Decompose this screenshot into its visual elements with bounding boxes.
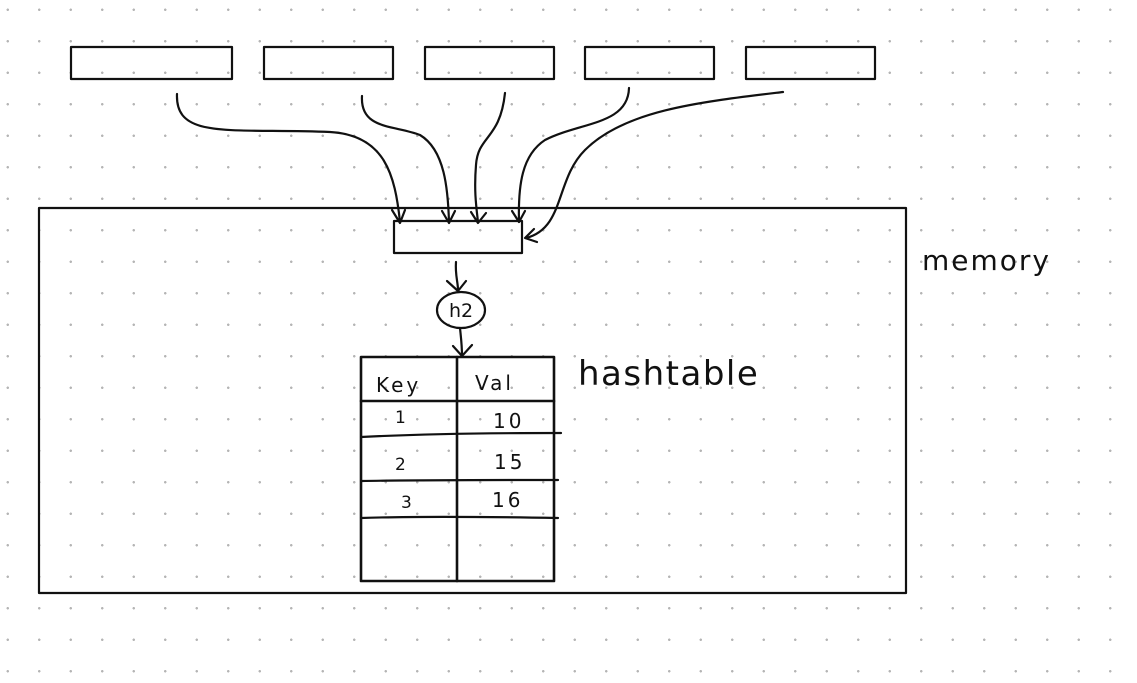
arrow-from-box-1 <box>175 92 402 224</box>
arrow-hash-to-table <box>458 326 464 358</box>
hashtable-cell-key: 3 <box>401 493 412 513</box>
input-box-1 <box>69 45 234 81</box>
buffer-box <box>392 219 524 255</box>
hashtable-cell-key: 2 <box>395 455 406 475</box>
hashtable-cell-val: 10 <box>493 409 524 433</box>
input-arrows <box>175 86 785 244</box>
arrowhead-buffer-to-hash <box>445 279 468 293</box>
arrow-buffer-to-hash <box>454 260 460 292</box>
arrow-from-box-4 <box>517 86 631 224</box>
arrowhead-2 <box>440 209 457 225</box>
arrowhead-3 <box>469 210 488 225</box>
hashtable-cell-val: 15 <box>494 450 525 474</box>
hash-function-label: h2 <box>449 300 473 322</box>
hashtable-row-divider <box>359 515 560 520</box>
arrowhead-4 <box>510 209 527 224</box>
input-boxes <box>69 45 877 81</box>
memory-label: memory <box>922 244 1051 277</box>
arrowhead-5 <box>523 227 539 244</box>
arrow-from-box-3 <box>474 91 507 224</box>
hashtable-cell-val: 16 <box>492 488 523 512</box>
input-box-3 <box>423 45 556 81</box>
arrowhead-1 <box>390 208 407 225</box>
memory-boundary <box>37 206 908 595</box>
hashtable-row-divider <box>359 478 560 483</box>
arrow-from-box-2 <box>360 94 451 224</box>
hashtable-header-val: Val <box>475 371 514 395</box>
hashtable-header-key: Key <box>376 373 421 397</box>
input-box-4 <box>583 45 716 81</box>
hashtable: Key Val 1 10 2 15 3 16 <box>359 355 563 583</box>
hashtable-label: hashtable <box>578 354 759 394</box>
hashtable-cell-key: 1 <box>395 408 406 428</box>
input-box-5 <box>744 45 877 81</box>
input-box-2 <box>262 45 395 81</box>
hashtable-row-divider <box>359 431 563 439</box>
arrow-from-box-5 <box>524 90 785 240</box>
